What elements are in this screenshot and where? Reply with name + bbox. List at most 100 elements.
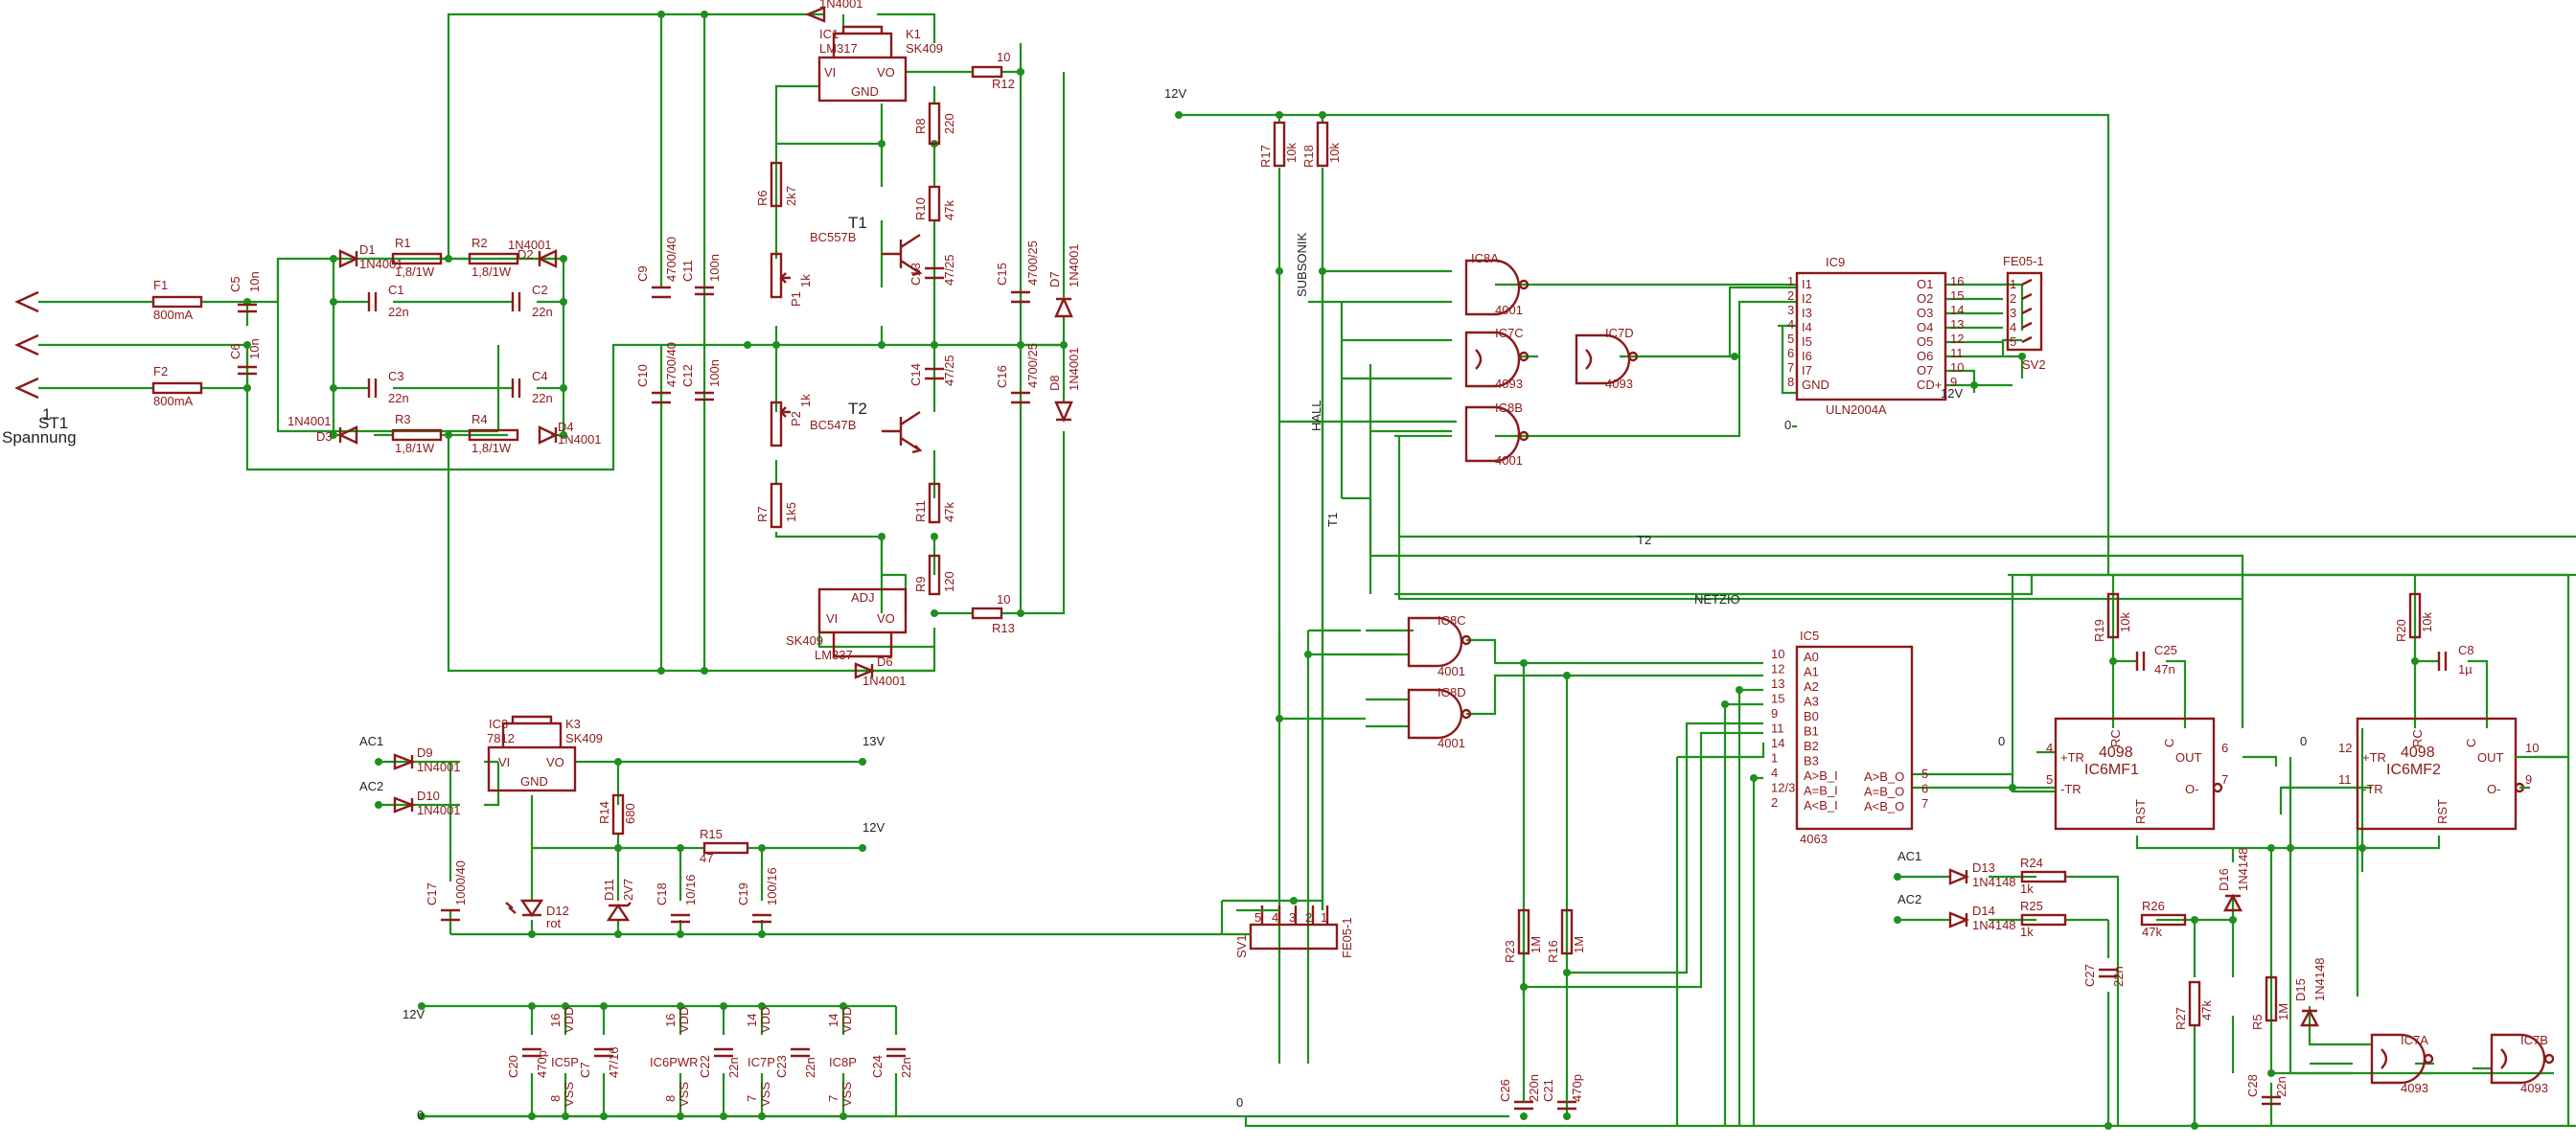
svg-text:GND: GND [520,774,548,789]
svg-text:IC8P: IC8P [829,1055,857,1069]
svg-text:1N4001: 1N4001 [288,414,332,428]
ic9-pin-number: 2 [1787,288,1794,303]
net-ac2: AC2 [359,779,383,793]
svg-text:VI: VI [824,65,836,80]
svg-text:R13: R13 [992,621,1015,635]
svg-text:C20: C20 [506,1055,520,1078]
svg-text:IC7B: IC7B [2520,1033,2548,1047]
capacitor-c18: C18 10/16 [655,874,698,924]
resistor-r3: R3 1,8/1W [391,412,443,455]
svg-text:C10: C10 [635,364,650,387]
capacitor-c19: C19 100/16 [736,867,779,924]
capacitor-c15: C15 4700/25 [995,241,1040,304]
svg-text:100n: 100n [707,359,722,387]
ic9-pin-number: 5 [1787,332,1794,346]
capacitor-c8: C8 1µ [2437,643,2474,676]
resistor-r17: R17 10k [1258,121,1299,168]
diode-d6: D6 1N4001 [854,654,907,688]
header-sv1: 5 4 3 2 1 SV1 FE05-1 [1234,905,1354,958]
capacitor-c10: C10 4700/40 [635,342,678,404]
svg-text:47: 47 [700,851,713,865]
net-ac1b: AC1 [1898,849,1921,863]
svg-text:C6: C6 [228,343,242,359]
transistor-t1: T1 BC557B [810,214,923,277]
svg-text:R9: R9 [913,576,928,592]
svg-text:4001: 4001 [1495,303,1523,317]
svg-text:R7: R7 [755,506,770,522]
resistor-r6: R6 2k7 [755,161,798,208]
svg-text:IC7A: IC7A [2401,1033,2428,1047]
capacitor-c14: C14 47/25 [908,355,956,386]
ic9-pin-label: GND [1802,378,1829,392]
capacitor-c21: C26 220n [1498,1074,1541,1111]
resistor-r1: R1 1,8/1W [391,236,443,279]
ic9-pin-label: I2 [1802,291,1812,306]
net-gnd-ic9: 0 [1784,418,1791,432]
diode-d3: D3 1N4001 [288,414,358,445]
svg-text:11: 11 [2338,772,2352,787]
svg-text:4: 4 [1272,910,1278,925]
monoflop-ic6mf1: 4098 IC6MF1 +TR -TR OUT O- RST C RC 4 5 … [2046,717,2228,831]
capacitor-c3: C3 22n [367,369,409,405]
ic9-pin-number: 11 [1950,346,1964,360]
svg-text:BC547B: BC547B [810,418,856,432]
svg-text:1N4001: 1N4001 [862,674,907,688]
net-13v: 13V [862,734,885,748]
svg-text:C: C [2464,739,2478,747]
svg-text:R27: R27 [2174,1007,2188,1030]
svg-text:4098: 4098 [2401,745,2435,761]
svg-text:22n: 22n [2111,966,2126,987]
ic9-pin-number: 14 [1950,303,1964,317]
svg-text:D16: D16 [2217,868,2231,891]
svg-text:10: 10 [997,592,1010,607]
svg-text:FE05-1: FE05-1 [1340,917,1354,958]
svg-text:16: 16 [548,1014,563,1027]
svg-text:R8: R8 [913,118,928,134]
gate-ic7d: IC7D 4093 [1575,326,1639,391]
svg-text:R2: R2 [472,236,488,250]
net-12v-top: 12V [1164,86,1186,101]
capacitor-c5: C5 10n [228,271,262,313]
ic5-pin-number: 6 [1921,782,1928,796]
wires [38,12,2576,1128]
svg-text:1k: 1k [798,394,813,407]
svg-text:47k: 47k [2199,1000,2214,1020]
net-gnd-lower: 0 [1236,1095,1243,1110]
ic9-pin-label: I6 [1802,349,1812,363]
svg-text:1M: 1M [2276,1003,2290,1020]
svg-text:22n: 22n [803,1057,817,1078]
svg-text:1N4001: 1N4001 [417,760,461,774]
svg-text:1N4148: 1N4148 [1972,875,2016,889]
svg-text:1N4148: 1N4148 [2236,847,2250,891]
svg-text:100n: 100n [707,254,722,282]
ic9-pin-number: 7 [1787,360,1794,375]
svg-text:1M: 1M [1572,936,1586,953]
svg-text:FE05-1: FE05-1 [2003,254,2044,268]
svg-text:8: 8 [548,1095,563,1102]
svg-text:10/16: 10/16 [683,874,698,905]
ic5-pin-number: 15 [1771,692,1784,706]
net-subsonik: SUBSONIK [1295,232,1309,297]
svg-text:10k: 10k [1327,143,1342,163]
net-gnd-ic6a: 0 [1998,734,2005,748]
ic5-pin-label: A0 [1804,650,1819,664]
svg-text:1k: 1k [798,274,813,287]
svg-text:8: 8 [663,1095,678,1102]
svg-text:1N4001: 1N4001 [1067,347,1081,391]
ic5-pin-label: A1 [1804,665,1819,679]
ic5-pin-label: A=B_I [1804,784,1838,798]
svg-text:2: 2 [1305,910,1312,925]
svg-text:R26: R26 [2142,899,2165,913]
ic9-pin-number: 1 [1787,274,1794,288]
svg-text:ADJ: ADJ [851,590,875,605]
svg-text:IC5: IC5 [1800,629,1819,643]
svg-text:4700/40: 4700/40 [664,237,678,282]
svg-text:4093: 4093 [2520,1081,2548,1095]
svg-text:5: 5 [1254,910,1261,925]
svg-text:+TR: +TR [2362,750,2386,765]
ic9-pin-number: 3 [1787,303,1794,317]
svg-text:C9: C9 [635,265,650,282]
resistor-r14: R14 680 [597,793,637,836]
svg-text:SK409: SK409 [565,731,603,745]
svg-text:4093: 4093 [1495,377,1523,391]
